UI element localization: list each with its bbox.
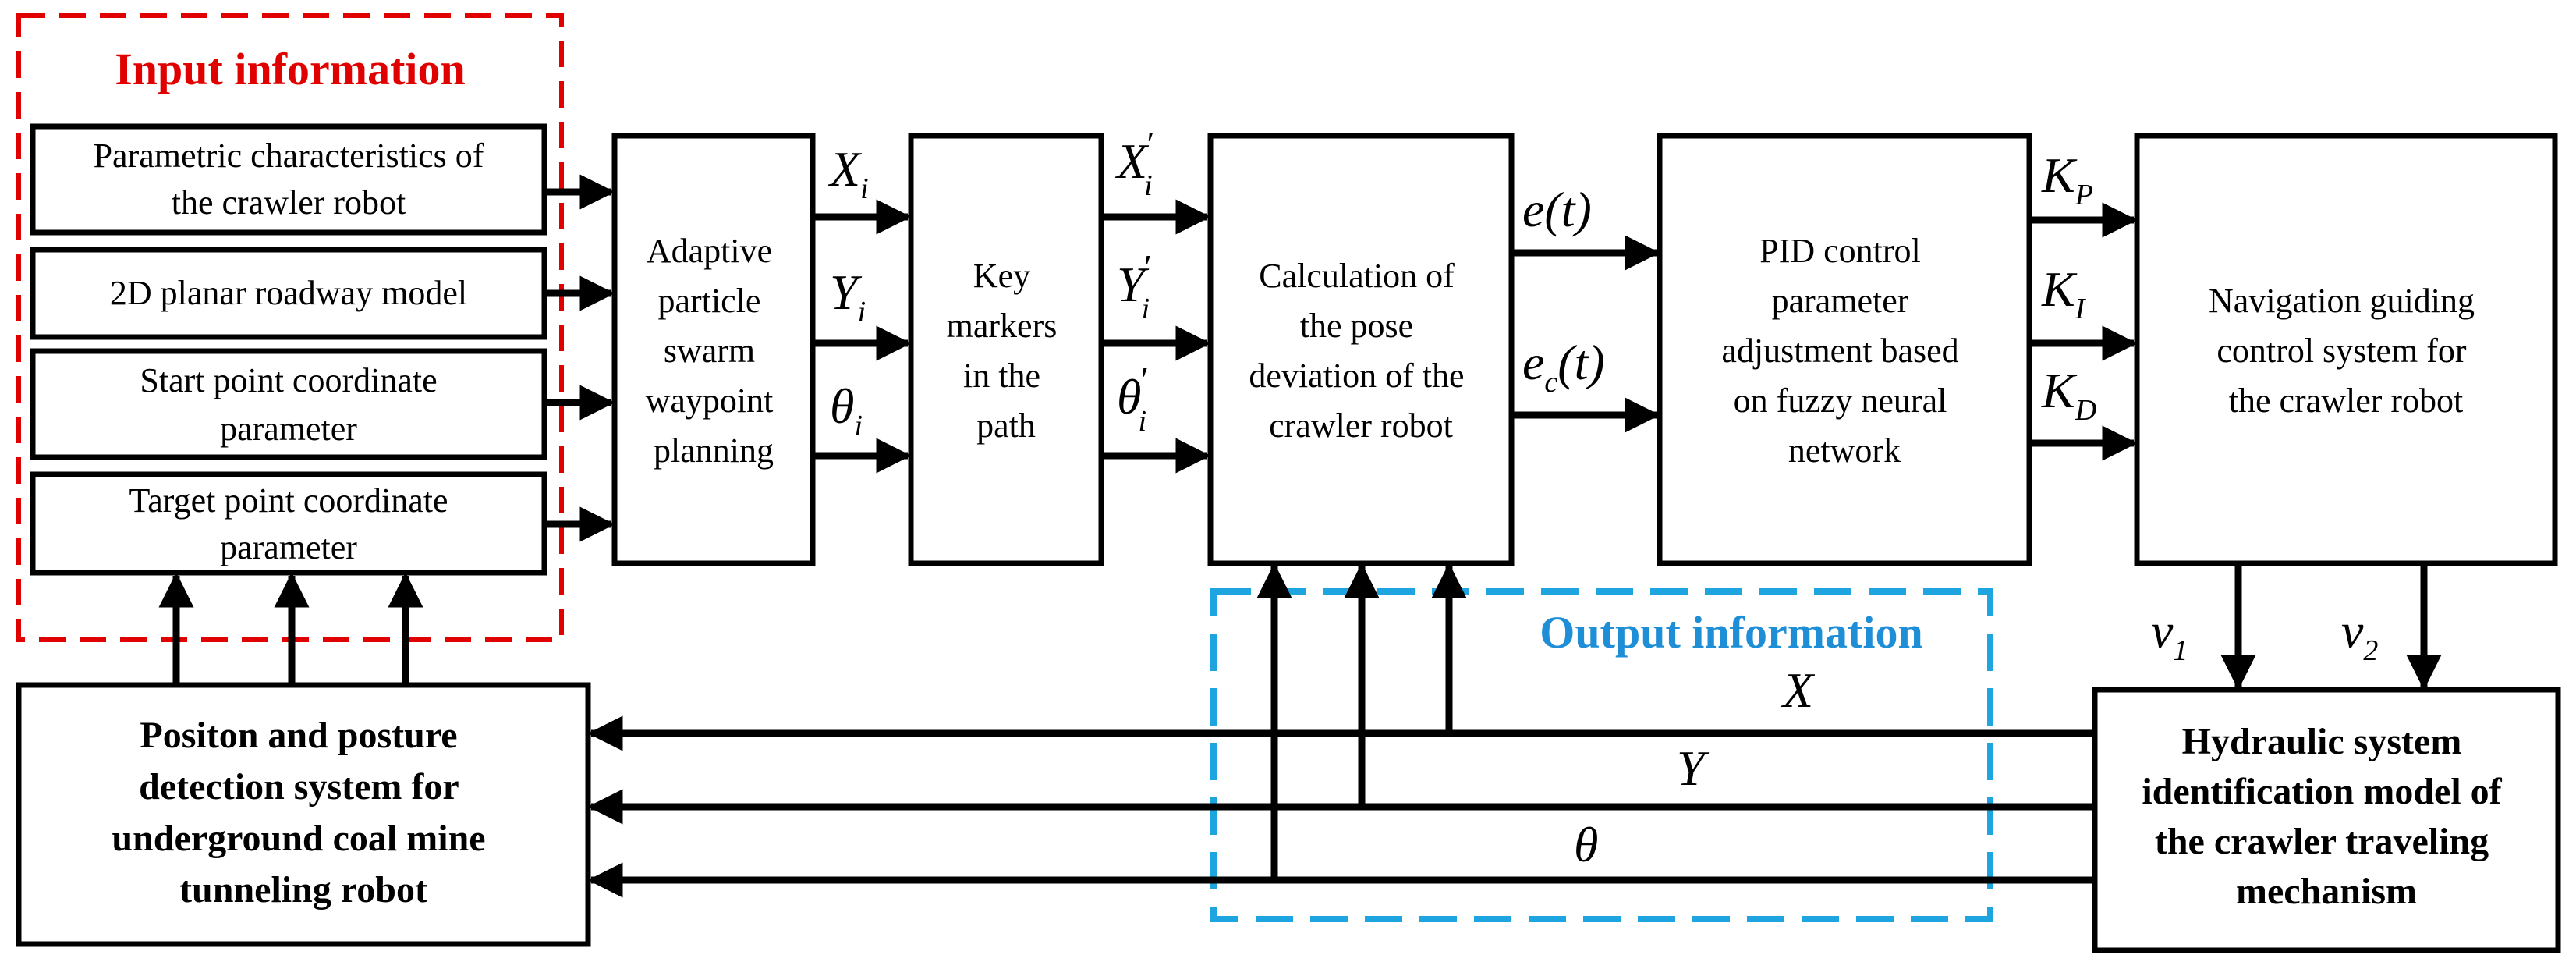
label-yi: Yi [830, 264, 866, 328]
input-box-roadway-model-label: 2D planar roadway model [110, 274, 467, 312]
block-hydraulic-line-3: the crawler traveling [2155, 821, 2489, 862]
block-markers-line-3: in the [963, 357, 1040, 395]
block-pso-planning: Adaptive particle swarm waypoint plannin… [611, 133, 816, 566]
block-pid-line-4: on fuzzy neural [1734, 382, 1947, 420]
block-pso-line-1: Adaptive [647, 232, 772, 270]
svg-text:PID control parameter: PID control parameter adjustment based o… [1721, 232, 1967, 470]
label-ki: KI [2041, 261, 2087, 325]
label-e: e(t) [1522, 182, 1592, 237]
block-detection-line-4: tunneling robot [179, 869, 427, 911]
block-hydraulic-line-2: identification model of [2142, 771, 2502, 812]
block-deviation-line-3: deviation of the [1249, 357, 1464, 395]
svg-text:Parametric characteristics oft: Parametric characteristics of the crawler… [94, 137, 484, 222]
block-navigation-control: Navigation guiding control system for th… [2134, 133, 2558, 566]
block-detection-line-3: underground coal mine [112, 818, 485, 859]
block-pid-line-1: PID control [1759, 232, 1921, 270]
block-pid-adjustment: PID control parameter adjustment based o… [1657, 133, 2032, 566]
block-markers-line-4: path [976, 406, 1036, 445]
block-detection-system: Positon and posture detection system for… [16, 682, 591, 947]
block-pose-deviation: Calculation of the pose deviation of the… [1207, 133, 1515, 566]
input-box-roadway-model: 2D planar roadway model [30, 247, 547, 340]
block-pso-line-3: swarm [664, 332, 755, 370]
label-thetai: θi [830, 378, 863, 442]
input-box-robot-characteristics-line-2: the crawler robot [172, 183, 406, 222]
label-yi-prime: Yi′ [1117, 247, 1150, 325]
connectors [158, 174, 2442, 898]
block-detection-line-2: detection system for [139, 766, 459, 808]
block-navigation-line-3: the crawler robot [2229, 382, 2464, 420]
block-navigation-line-1: Navigation guiding [2209, 282, 2475, 320]
input-box-start-point-line-1: Start point coordinate [140, 361, 437, 399]
block-pso-line-4: waypoint [646, 382, 774, 420]
block-hydraulic-model: Hydraulic system identification model of… [2092, 687, 2561, 953]
label-y: Y [1677, 740, 1710, 796]
label-v1: v1 [2151, 603, 2188, 667]
block-hydraulic-line-1: Hydraulic system [2182, 721, 2462, 762]
input-box-target-point-line-2: parameter [220, 528, 357, 566]
svg-text:Navigation guiding contr: Navigation guiding control system for th… [2209, 282, 2483, 420]
input-box-target-point: Target point coordinate parameter [30, 471, 547, 576]
svg-text:Positon and posture dete: Positon and posture detection system for… [112, 715, 494, 911]
label-xi: Xi [827, 141, 869, 205]
label-theta: θ [1574, 817, 1598, 872]
block-pid-line-5: network [1788, 431, 1901, 470]
block-navigation-line-2: control system for [2216, 332, 2467, 370]
input-box-robot-characteristics: Parametric characteristics of the crawler… [30, 123, 547, 236]
block-hydraulic-line-4: mechanism [2236, 871, 2417, 912]
input-box-robot-characteristics-line-1: Parametric characteristics of [94, 137, 484, 175]
block-markers-line-1: Key [973, 257, 1030, 295]
block-deviation-line-2: the pose [1300, 307, 1413, 345]
svg-text:Calculation of the pose: Calculation of the pose deviation of the… [1249, 257, 1472, 445]
input-group-title: Input information [115, 44, 466, 94]
svg-text:Key markers in the: Key markers in the path [947, 257, 1066, 445]
input-box-start-point-line-2: parameter [220, 410, 357, 448]
block-pso-line-2: particle [658, 282, 761, 320]
block-pid-line-3: adjustment based [1721, 332, 1958, 370]
output-group-border [1210, 588, 1993, 922]
block-detection-line-1: Positon and posture [140, 715, 457, 756]
block-pso-line-5: planning [654, 431, 774, 470]
block-key-markers: Key markers in the path [908, 133, 1104, 566]
label-ec: ec(t) [1522, 335, 1605, 399]
svg-text:Adaptive particle: Adaptive particle swarm waypoint plannin… [646, 232, 782, 470]
label-xi-prime: Xi′ [1114, 124, 1153, 202]
label-x: X [1781, 662, 1816, 718]
output-group-title: Output information [1540, 607, 1922, 658]
block-markers-line-2: markers [947, 307, 1058, 345]
label-thetai-prime: θi′ [1117, 360, 1147, 438]
label-kd: KD [2041, 363, 2096, 427]
svg-text:Hydraulic system identif: Hydraulic system identification model of… [2142, 721, 2510, 912]
input-box-target-point-line-1: Target point coordinate [129, 481, 448, 520]
label-v2: v2 [2341, 603, 2378, 667]
block-deviation-line-1: Calculation of [1259, 257, 1455, 295]
block-pid-line-2: parameter [1772, 282, 1909, 320]
block-deviation-line-4: crawler robot [1269, 406, 1453, 445]
label-kp: KP [2041, 147, 2093, 211]
input-box-start-point: Start point coordinate parameter [30, 348, 547, 460]
